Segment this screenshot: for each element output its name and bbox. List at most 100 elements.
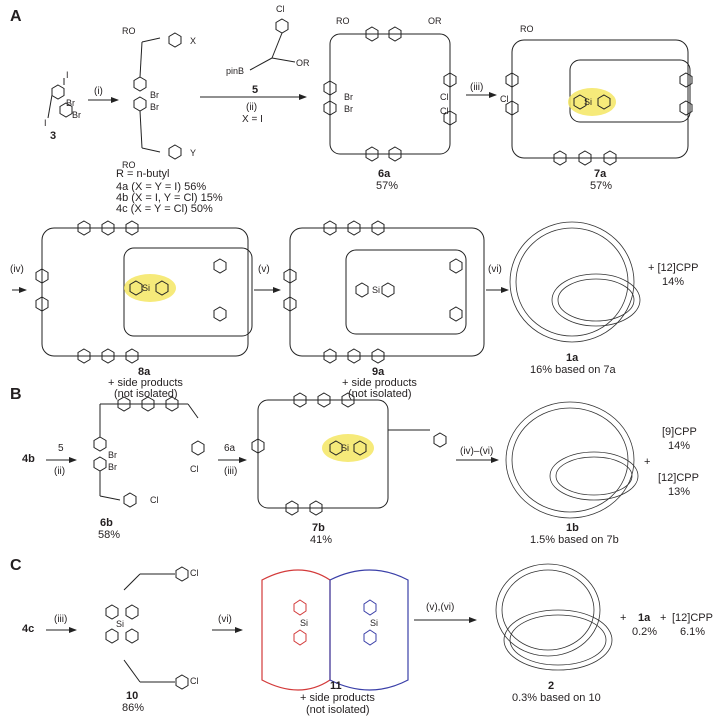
steps-iv-vi-b: (iv)–(vi) — [460, 446, 494, 457]
compound-7b-label: 7b — [312, 522, 325, 534]
side-products-9a: + side products — [342, 377, 417, 389]
atom-cl-5: Cl — [276, 4, 285, 14]
compound-4c-label: 4c (X = Y = Cl) 50% — [116, 203, 213, 215]
yield-7b: 41% — [310, 534, 333, 546]
atom-or-6a: OR — [428, 16, 442, 26]
structure-1b — [505, 401, 639, 519]
structure-7a — [505, 39, 693, 166]
step-ii-b: (ii) — [54, 466, 66, 477]
atom-si-7b: Si — [341, 443, 350, 453]
atom-i-bottom: I — [44, 118, 47, 128]
atom-cl-10-1: Cl — [190, 568, 199, 578]
atom-or-5: OR — [296, 58, 310, 68]
compound-9a-label: 9a — [372, 366, 385, 378]
structure-9a — [283, 220, 485, 364]
atom-br-4-2: Br — [150, 102, 159, 112]
structure-3 — [47, 78, 73, 119]
panel-label-a: A — [10, 8, 22, 25]
step-ii-label: (ii) — [246, 102, 258, 113]
compound-3-label: 3 — [50, 130, 57, 142]
compound-8a-label: 8a — [138, 366, 151, 378]
cpp12-yield-b: 13% — [668, 486, 691, 498]
structure-2 — [495, 563, 613, 671]
step-iii-label: (iii) — [470, 82, 484, 93]
structure-8a — [35, 220, 253, 364]
side-products-11: + side products — [300, 692, 375, 704]
atom-ro-6a: RO — [336, 16, 350, 26]
atom-ro-4-top: RO — [122, 26, 136, 36]
atom-si-7a: Si — [584, 97, 593, 107]
compound-1a-c: 1a — [638, 612, 651, 624]
not-isolated-9a: (not isolated) — [348, 388, 412, 400]
plus-c-1: + — [620, 612, 627, 624]
structure-1a — [509, 221, 641, 343]
cpp12-c: [12]CPP — [672, 612, 713, 624]
atom-ro-7a: RO — [520, 24, 534, 34]
yield-2: 0.3% based on 10 — [512, 692, 601, 704]
atom-cl-6b-1: Cl — [190, 464, 199, 474]
cpp9-b: [9]CPP — [662, 426, 697, 438]
structure-6b — [93, 396, 205, 508]
compound-4c-start: 4c — [22, 623, 35, 635]
compound-4a-label: 4a (X = Y = I) 56% — [116, 181, 207, 193]
x-equals-i: X = I — [242, 114, 263, 125]
yield-6b: 58% — [98, 529, 121, 541]
plus-c-2: + — [660, 612, 667, 624]
cpp12-b: [12]CPP — [658, 472, 699, 484]
cpp9-yield-b: 14% — [668, 440, 691, 452]
atom-cl-7a: Cl — [500, 94, 509, 104]
compound-2-label: 2 — [548, 680, 555, 692]
cpp12-yield-c: 6.1% — [680, 626, 706, 638]
yield-1a-c: 0.2% — [632, 626, 658, 638]
not-isolated-11: (not isolated) — [306, 704, 370, 716]
yield-1a: 16% based on 7a — [530, 364, 616, 376]
atom-ro-4-bottom: RO — [122, 160, 136, 170]
atom-br-6b-2: Br — [108, 462, 117, 472]
step-iii-b: (iii) — [224, 466, 238, 477]
atom-si-9a: Si — [372, 285, 381, 295]
step-iv-label: (iv) — [10, 264, 24, 275]
structure-10 — [105, 566, 189, 690]
atom-y: Y — [190, 148, 197, 158]
step-vi-c: (vi) — [218, 614, 232, 625]
yield-6a: 57% — [376, 180, 399, 192]
atom-si-10: Si — [116, 619, 125, 629]
pinb-label: pinB — [226, 66, 245, 76]
compound-1b-label: 1b — [566, 522, 579, 534]
reagent-6a-b: 6a — [224, 443, 236, 454]
compound-6b-label: 6b — [100, 517, 113, 529]
compound-4b-start: 4b — [22, 453, 35, 465]
plus-b: + — [644, 456, 651, 468]
compound-1a-label: 1a — [566, 352, 579, 364]
atom-br-6a-1: Br — [344, 92, 353, 102]
step-iii-c: (iii) — [54, 614, 68, 625]
atom-br-6a-2: Br — [344, 104, 353, 114]
atom-i-top: I — [66, 70, 69, 80]
atom-br-1: Br — [66, 98, 75, 108]
atom-cl-6b-2: Cl — [150, 495, 159, 505]
step-v-label: (v) — [258, 264, 270, 275]
reagent-5-label: 5 — [252, 84, 259, 96]
panel-label-b: B — [10, 386, 22, 403]
steps-v-vi-c: (v),(vi) — [426, 602, 455, 613]
atom-cl-10-2: Cl — [190, 676, 199, 686]
step-vi-label: (vi) — [488, 264, 502, 275]
atom-br-2: Br — [72, 110, 81, 120]
compound-6a-label: 6a — [378, 168, 391, 180]
yield-1b: 1.5% based on 7b — [530, 534, 619, 546]
compound-4b-label: 4b (X = I, Y = Cl) 15% — [116, 192, 223, 204]
atom-cl-6a-1: Cl — [440, 92, 449, 102]
atom-si-11-blue: Si — [370, 618, 379, 628]
atom-br-6b-1: Br — [108, 450, 117, 460]
structure-5 — [249, 18, 296, 71]
compound-11-label: 11 — [330, 680, 342, 692]
yield-7a: 57% — [590, 180, 613, 192]
not-isolated-8a: (not isolated) — [114, 388, 178, 400]
yield-10: 86% — [122, 702, 145, 714]
structure-7b — [251, 392, 447, 516]
cpp12-yield-a: 14% — [662, 276, 685, 288]
atom-si-11-red: Si — [300, 618, 309, 628]
compound-10-label: 10 — [126, 690, 139, 702]
r-definition: R = n-butyl — [116, 168, 170, 180]
